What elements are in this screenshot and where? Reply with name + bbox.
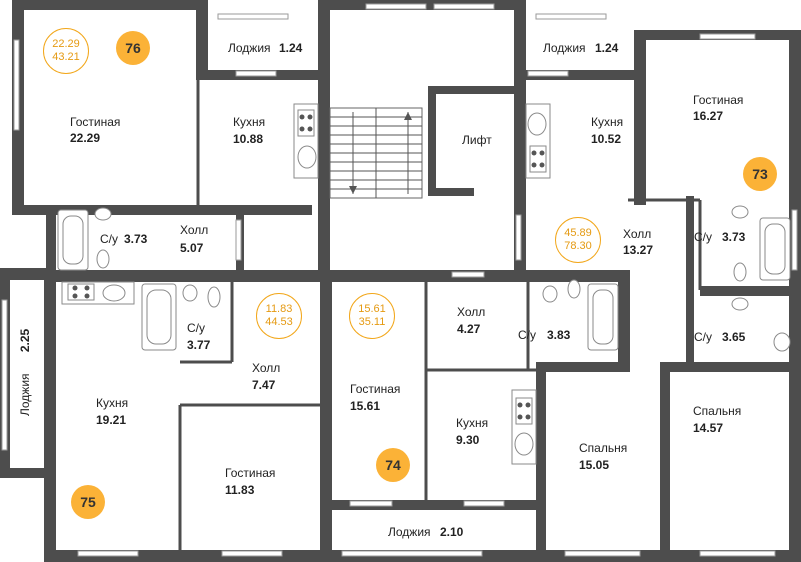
- room-area: 1.24: [595, 41, 619, 55]
- apartment-area-ring: 11.83 44.53: [256, 293, 302, 339]
- total-area: 43.21: [52, 51, 80, 63]
- apartment-area-ring: 15.61 35.11: [349, 293, 395, 339]
- room-area: 3.73: [124, 232, 148, 246]
- fixtures: [57, 103, 791, 465]
- room-name: Лифт: [462, 133, 492, 147]
- room-name: С/у: [100, 232, 118, 246]
- room-area: 5.07: [180, 241, 204, 255]
- apartment-number-badge[interactable]: 73: [743, 157, 777, 191]
- apartment-area-ring: 45.89 78.30: [555, 217, 601, 263]
- room-area: 11.83: [225, 483, 255, 497]
- interior-walls: [178, 80, 702, 550]
- room-area: 13.27: [623, 243, 654, 257]
- room-name: Гостиная: [225, 466, 276, 480]
- room-name: Лоджия: [228, 41, 271, 55]
- room-area: 10.88: [233, 132, 264, 146]
- room-name: С/у: [518, 328, 536, 342]
- room-name: Гостиная: [70, 115, 121, 129]
- total-area: 35.11: [358, 316, 386, 328]
- room-name: С/у: [187, 321, 205, 335]
- room-label-vertical: Лоджия 2.25: [18, 329, 32, 416]
- room-name: С/у: [694, 330, 712, 344]
- apartment-number-badge[interactable]: 75: [71, 485, 105, 519]
- room-area: 1.24: [279, 41, 303, 55]
- room-area: 16.27: [693, 109, 724, 123]
- room-name: Кухня: [591, 115, 624, 129]
- room-area: 22.29: [70, 131, 101, 145]
- room-name: Лоджия: [388, 525, 431, 539]
- room-area: 2.10: [440, 525, 464, 539]
- staircase: [329, 107, 423, 199]
- apartment-area-ring: 22.29 43.21: [43, 28, 89, 74]
- room-area: 14.57: [693, 421, 724, 435]
- room-area: 3.73: [722, 230, 746, 244]
- room-name: Гостиная: [693, 93, 744, 107]
- apartment-number-badge[interactable]: 76: [116, 31, 150, 65]
- room-name: Холл: [252, 361, 281, 375]
- living-area: 45.89: [564, 227, 592, 239]
- room-area: 4.27: [457, 322, 481, 336]
- total-area: 78.30: [564, 240, 592, 252]
- room-area: 19.21: [96, 413, 127, 427]
- room-name: С/у: [694, 230, 712, 244]
- room-area: 3.65: [722, 330, 746, 344]
- room-name: Спальня: [693, 404, 742, 418]
- room-name: Холл: [180, 223, 209, 237]
- room-name: Холл: [457, 305, 486, 319]
- room-area: 7.47: [252, 378, 276, 392]
- total-area: 44.53: [265, 316, 293, 328]
- room-name: Кухня: [233, 115, 266, 129]
- room-area: 9.30: [456, 433, 480, 447]
- living-area: 15.61: [358, 303, 386, 315]
- living-area: 11.83: [265, 303, 293, 315]
- room-area: 15.05: [579, 458, 610, 472]
- room-name: Кухня: [96, 396, 129, 410]
- room-area: 3.77: [187, 338, 211, 352]
- room-name: Холл: [623, 227, 652, 241]
- room-name: Спальня: [579, 441, 628, 455]
- room-area: 2.25: [18, 328, 32, 353]
- room-name: Кухня: [456, 416, 489, 430]
- room-name: Лоджия: [543, 41, 586, 55]
- room-name: Гостиная: [350, 382, 401, 396]
- living-area: 22.29: [52, 38, 80, 50]
- room-area: 10.52: [591, 132, 622, 146]
- room-area: 15.61: [350, 399, 381, 413]
- room-name: Лоджия: [18, 373, 32, 416]
- windows: [1, 3, 798, 557]
- room-area: 3.83: [547, 328, 571, 342]
- apartment-number-badge[interactable]: 74: [376, 448, 410, 482]
